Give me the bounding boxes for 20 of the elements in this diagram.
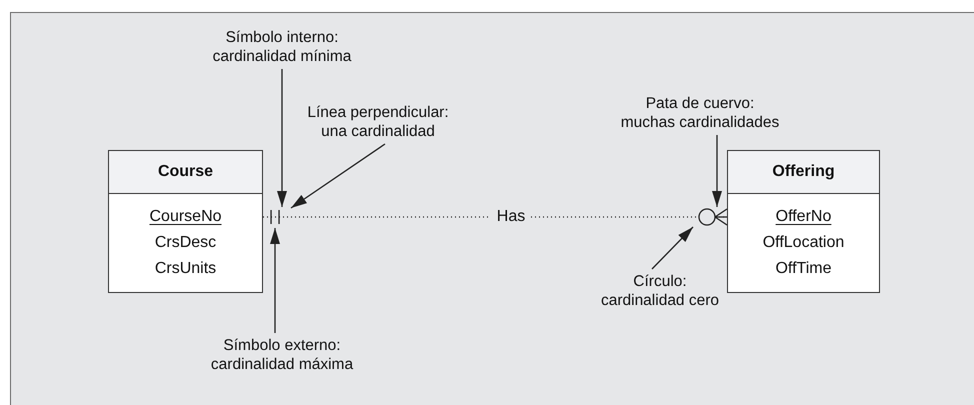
leader-arrow: [277, 69, 287, 207]
entity-name: Course: [109, 151, 262, 194]
leader-arrow: [712, 135, 722, 207]
attribute-name: OffLocation: [762, 233, 844, 253]
leader-arrow: [290, 143, 386, 209]
callout-text: Símbolo externo: cardinalidad máxima: [192, 336, 372, 374]
leader-arrow: [270, 228, 280, 333]
attribute-name: OffTime: [775, 259, 832, 279]
callout-text: Línea perpendicular: una cardinalidad: [288, 103, 468, 141]
entity-box: [108, 150, 263, 293]
primary-key-attribute: OfferNo: [776, 207, 832, 227]
callout-text: Círculo: cardinalidad cero: [590, 272, 730, 310]
callout-text: Pata de cuervo: muchas cardinalidades: [600, 94, 800, 132]
entity-box: [727, 150, 880, 293]
attribute-name: CrsUnits: [154, 259, 216, 279]
entity-name: Offering: [728, 151, 879, 194]
callout-text: Símbolo interno: cardinalidad mínima: [192, 28, 372, 66]
leader-arrow: [652, 226, 694, 270]
primary-key-attribute: CourseNo: [149, 207, 222, 227]
attribute-name: CrsDesc: [154, 233, 216, 253]
